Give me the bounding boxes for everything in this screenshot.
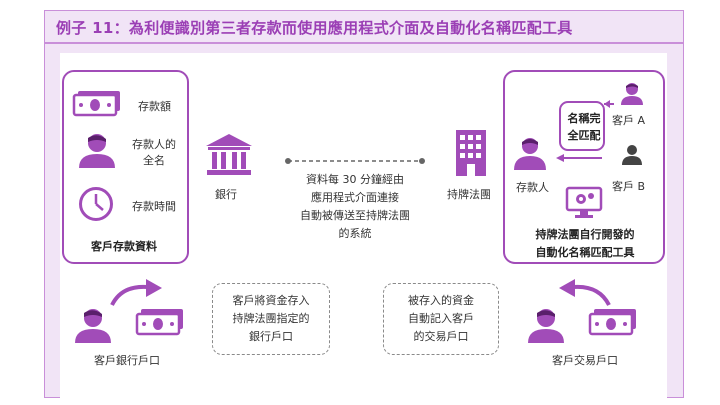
money-icon-right (588, 309, 636, 336)
depositor-icon (514, 138, 546, 170)
matching-tool-caption: 持牌法團自行開發的 自動化名稱匹配工具 (535, 228, 635, 259)
deposit-time-label: 存款時間 (132, 200, 176, 213)
clock-icon (79, 187, 113, 221)
deposit-amount-label: 存款額 (138, 100, 171, 113)
title-divider (44, 42, 684, 44)
computer-gear-icon (565, 186, 603, 218)
credit-note-right: 被存入的資金 自動記入客戶 的交易戶口 (383, 283, 499, 355)
deposit-arrow-left (110, 279, 162, 306)
client-bank-account-label: 客戶銀行戶口 (94, 354, 160, 367)
deposit-arrow-right (559, 279, 611, 306)
client-trading-account-label: 客戶交易戶口 (552, 354, 618, 367)
depositor-label: 存款人 (516, 181, 549, 194)
bank-icon (206, 134, 252, 175)
name-match-tag: 名稱完 全匹配 (567, 112, 601, 142)
bank-label: 銀行 (215, 188, 237, 201)
money-icon-left (135, 309, 183, 336)
deposit-note-left: 客戶將資金存入 持牌法團指定的 銀行戶口 (212, 283, 330, 355)
client-b-label: 客戶 B (612, 180, 646, 193)
building-icon (456, 130, 486, 176)
client-icon-right (528, 309, 564, 343)
client-b-icon (622, 145, 642, 165)
client-deposit-data-caption: 客戶存款資料 (91, 240, 157, 253)
client-icon-left (75, 309, 111, 343)
data-transfer-line (285, 158, 425, 164)
client-a-icon (621, 83, 643, 105)
money-icon (72, 91, 120, 117)
person-icon (79, 134, 115, 168)
match-arrows (556, 100, 614, 162)
client-a-label: 客戶 A (612, 114, 646, 127)
depositor-full-name-label: 存款人的 全名 (132, 138, 176, 167)
figure-title: 例子 11：為利便識別第三者存款而使用應用程式介面及自動化名稱匹配工具 (56, 19, 573, 37)
licensed-corporation-label: 持牌法團 (447, 188, 491, 201)
data-transfer-description: 資料每 30 分鐘經由 應用程式介面連接 自動被傳送至持牌法團 的系統 (300, 173, 410, 240)
